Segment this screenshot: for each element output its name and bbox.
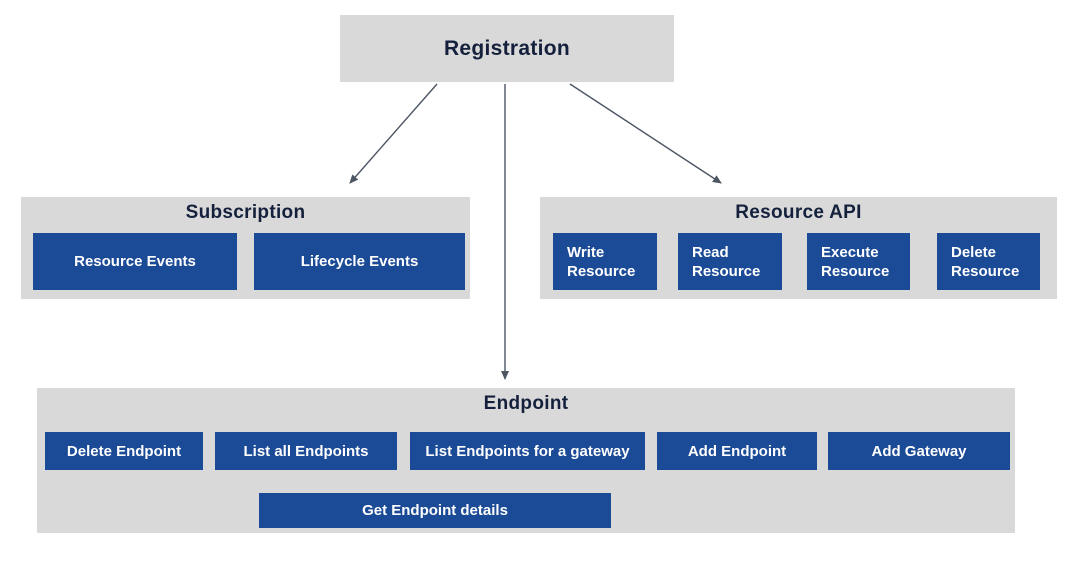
get-endpoint-details-button[interactable]: Get Endpoint details	[259, 493, 611, 528]
resource-api-group: Resource API Write Resource Read Resourc…	[540, 197, 1057, 299]
add-endpoint-button[interactable]: Add Endpoint	[657, 432, 817, 470]
list-all-endpoints-button[interactable]: List all Endpoints	[215, 432, 397, 470]
write-resource-button[interactable]: Write Resource	[553, 233, 657, 290]
resource-events-button[interactable]: Resource Events	[33, 233, 237, 290]
lifecycle-events-button[interactable]: Lifecycle Events	[254, 233, 465, 290]
registration-node: Registration	[340, 15, 674, 82]
endpoint-group: Endpoint Delete Endpoint List all Endpoi…	[37, 388, 1015, 533]
delete-resource-button[interactable]: Delete Resource	[937, 233, 1040, 290]
read-resource-button[interactable]: Read Resource	[678, 233, 782, 290]
subscription-group-title: Subscription	[185, 202, 306, 223]
delete-endpoint-button[interactable]: Delete Endpoint	[45, 432, 203, 470]
execute-resource-button[interactable]: Execute Resource	[807, 233, 910, 290]
arrow-registration-to-resource-api	[569, 83, 722, 184]
subscription-group: Subscription Resource Events Lifecycle E…	[21, 197, 470, 299]
arrow-registration-to-subscription	[349, 83, 438, 184]
add-gateway-button[interactable]: Add Gateway	[828, 432, 1010, 470]
endpoint-group-title: Endpoint	[483, 393, 569, 414]
resource-api-group-title: Resource API	[735, 202, 862, 223]
list-endpoints-for-gateway-button[interactable]: List Endpoints for a gateway	[410, 432, 645, 470]
